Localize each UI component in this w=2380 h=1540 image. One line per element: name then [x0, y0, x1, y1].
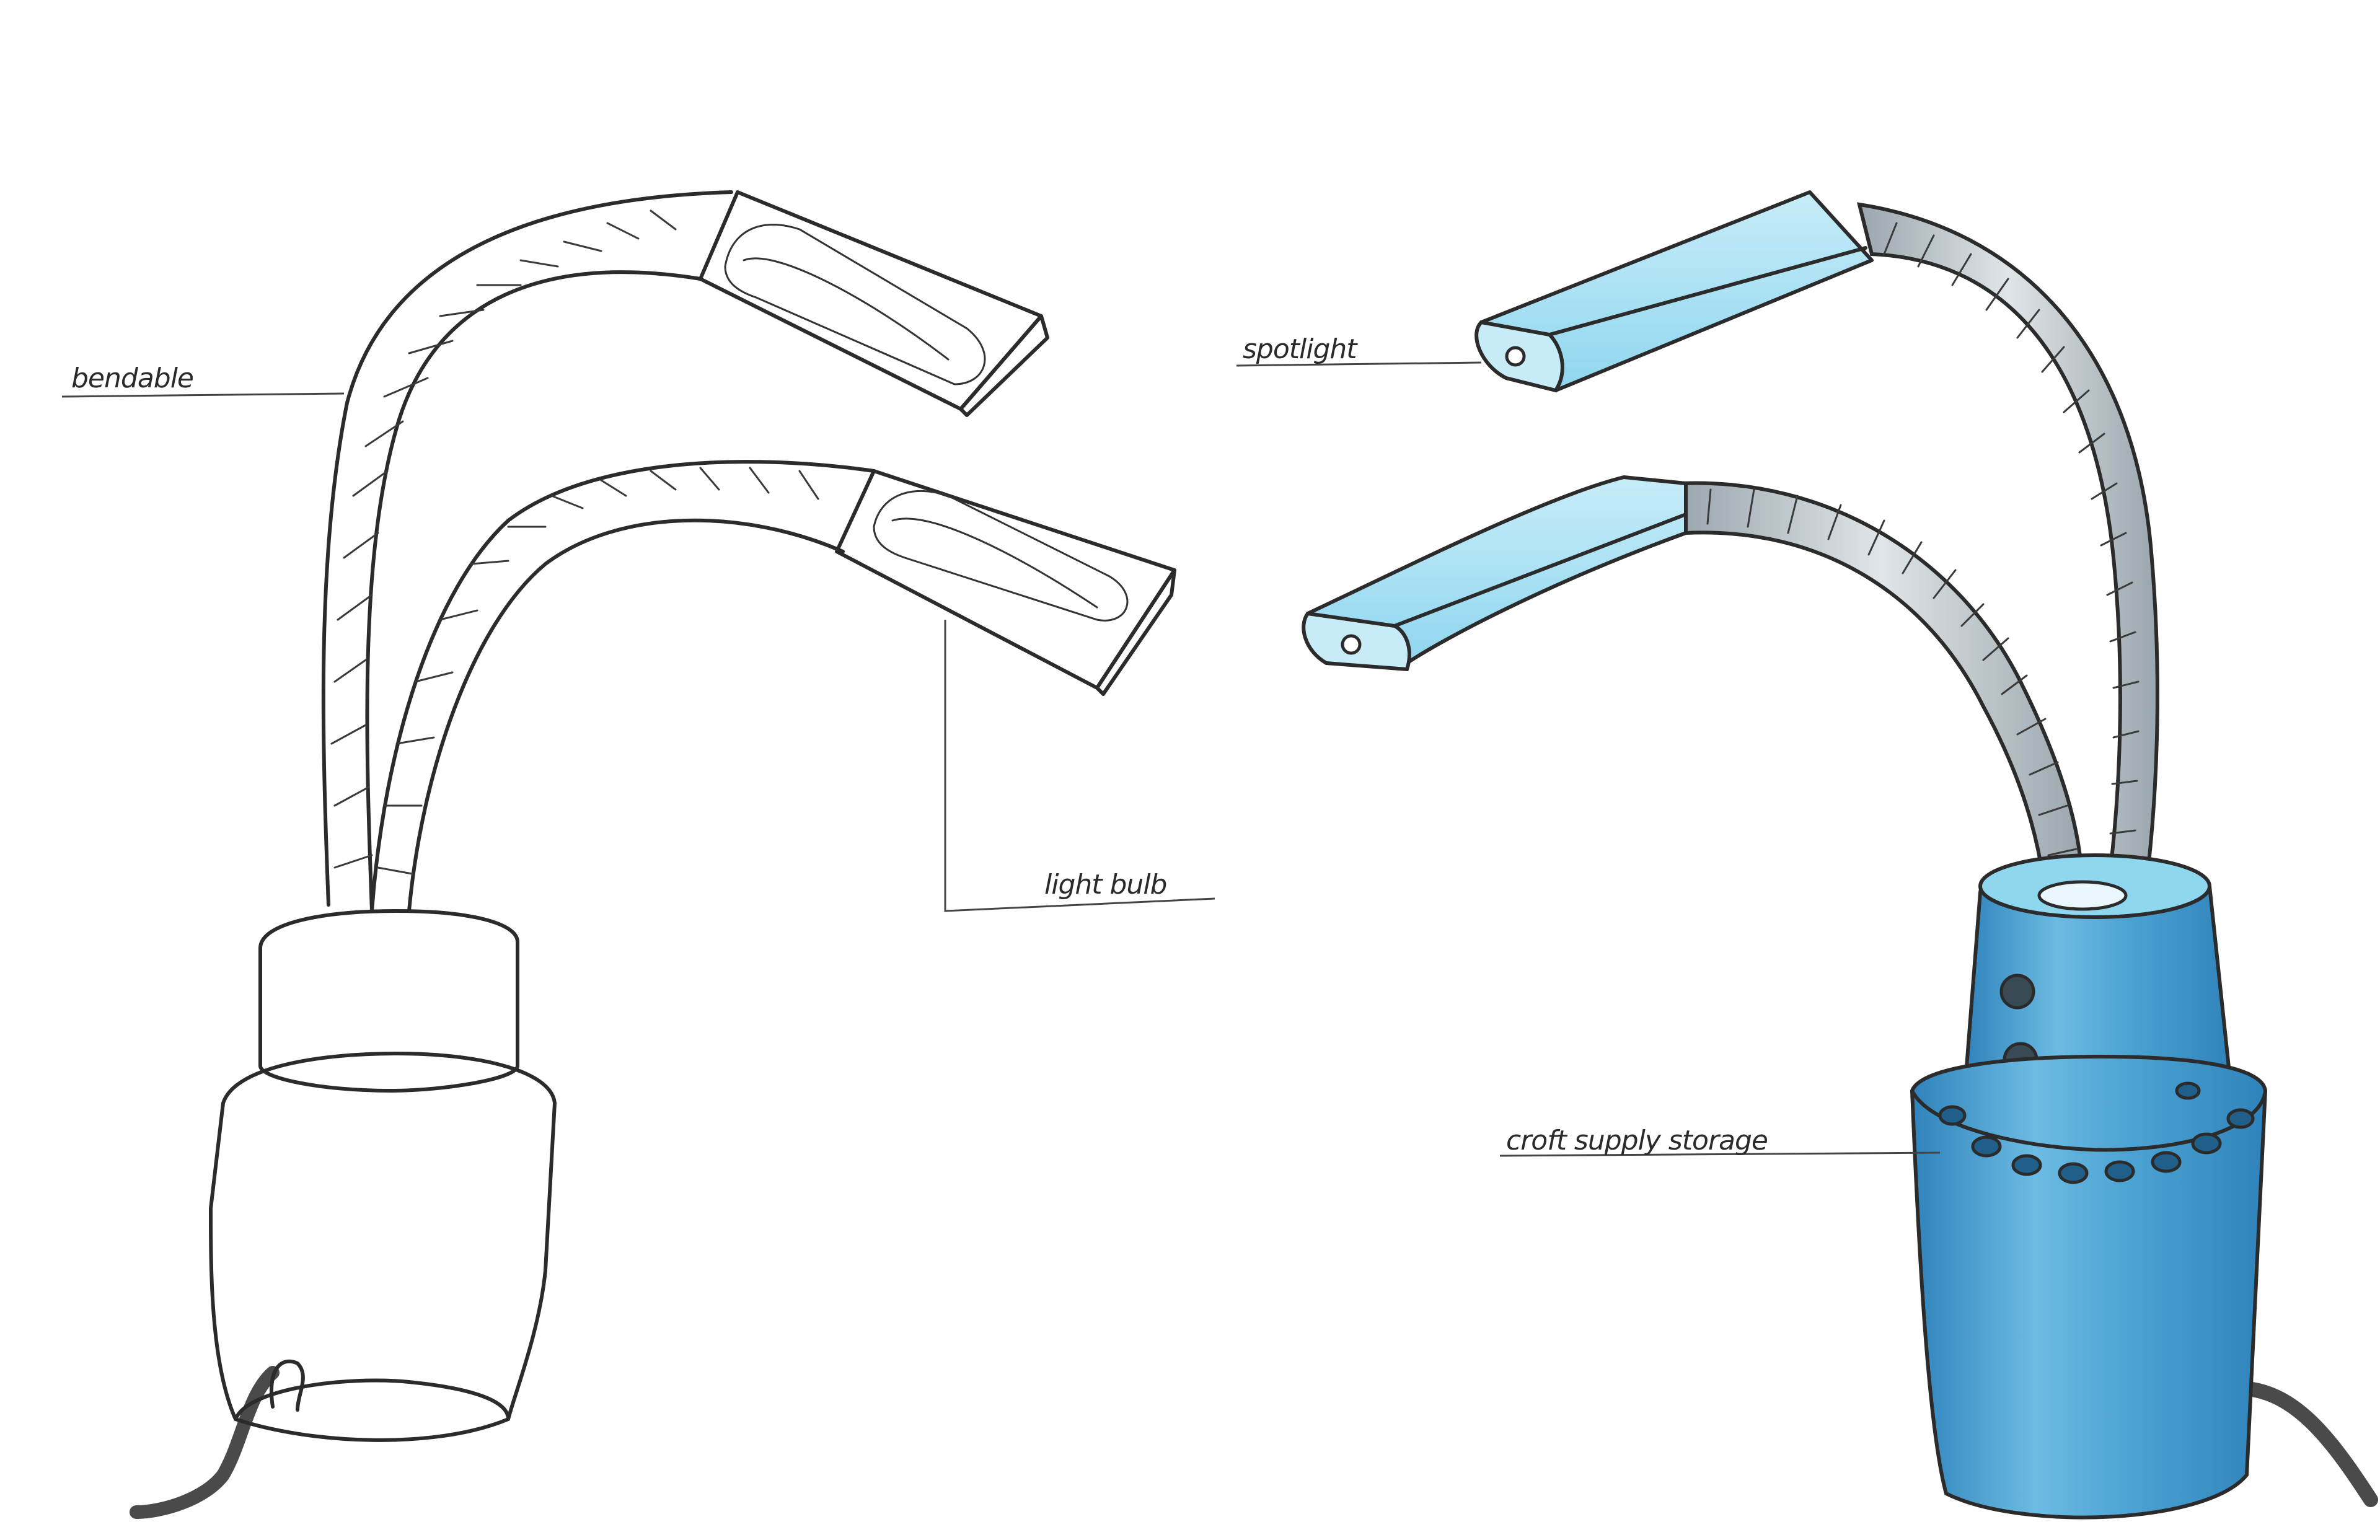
right-gooseneck-front	[1677, 481, 2085, 898]
right-lamp-sketch	[1236, 190, 2378, 1520]
left-gooseneck-front	[370, 460, 876, 913]
left-gooseneck-back	[321, 190, 733, 913]
base-button-top	[1999, 974, 2035, 1010]
storage-holes-ring	[1938, 1081, 2255, 1184]
bendable-label: bendable	[71, 363, 193, 394]
right-spotlight-head-top	[1474, 190, 1874, 393]
spotlight-label: spotlight	[1243, 333, 1358, 365]
craft-supply-storage-label: croft supply storage	[1506, 1125, 1768, 1156]
left-lamp-base	[209, 909, 557, 1442]
left-light-head-front	[835, 469, 1176, 696]
light-bulb-leader-line	[944, 620, 1215, 912]
craft-storage-leader-line	[1499, 1151, 1941, 1157]
right-spotlight-head-bottom	[1302, 475, 1688, 672]
left-power-cord	[130, 1366, 280, 1519]
spotlight-leader-line	[1236, 361, 1482, 367]
right-power-cord	[2230, 1381, 2378, 1507]
left-lamp-sketch	[61, 190, 1215, 1519]
bendable-leader-line	[61, 392, 345, 398]
left-light-head-back	[699, 190, 1049, 417]
light-bulb-label: light bulb	[1044, 869, 1166, 900]
right-lamp-base	[1910, 853, 2268, 1520]
